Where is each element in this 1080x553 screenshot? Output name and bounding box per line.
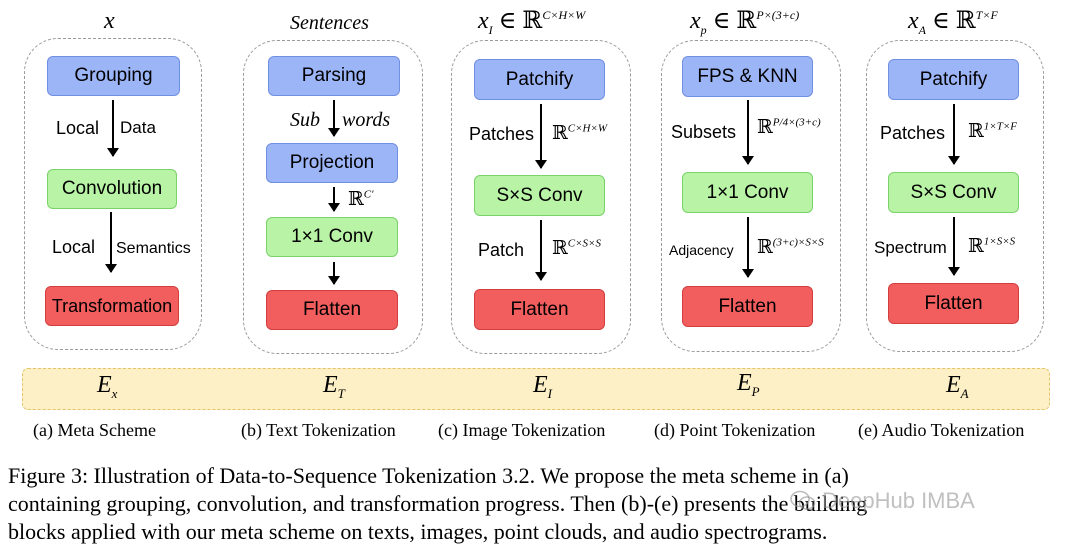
embedding-meta: Ex <box>97 372 118 401</box>
local-semantics-label-left: Local <box>52 237 96 257</box>
image-patch-dimension: ℝC×S×S <box>552 237 601 259</box>
image-patch-label: Patch <box>478 240 525 260</box>
arrow-conv-flatten-audio <box>948 217 960 276</box>
audio-tokenization-panel <box>866 40 1044 352</box>
image-conv-box: S×S Conv <box>474 175 605 216</box>
audio-patches-dimension: ℝ1×T×F <box>968 120 1017 142</box>
audio-conv-box: S×S Conv <box>888 172 1019 213</box>
caption-meta-scheme: (a) Meta Scheme <box>33 420 156 440</box>
title-meta-scheme: x <box>104 8 115 34</box>
embedding-audio: EA <box>946 372 969 401</box>
caption-audio: (e) Audio Tokenization <box>858 420 1025 440</box>
image-patches-dimension: ℝC×H×W <box>552 122 608 144</box>
figure-caption-line-2: containing grouping, convolution, and tr… <box>8 491 868 516</box>
arrow-projection-conv <box>328 187 340 212</box>
arrow-grouping-convolution <box>107 100 119 157</box>
transformation-box: Transformation <box>45 286 179 326</box>
embedding-band <box>22 368 1050 410</box>
watermark: DeepHub IMBA <box>822 488 975 513</box>
meta-scheme-panel <box>24 38 202 350</box>
embedding-point: EP <box>737 370 760 399</box>
arrow-patchify-conv-audio <box>948 104 960 165</box>
parsing-box: Parsing <box>268 56 400 96</box>
point-flatten-box: Flatten <box>682 286 813 327</box>
arrow-conv-flatten-text <box>328 262 340 285</box>
audio-patches-label: Patches <box>880 123 946 143</box>
point-subsets-label: Subsets <box>671 122 737 142</box>
arrow-parsing-projection <box>328 100 340 137</box>
image-tokenization-panel <box>451 40 631 354</box>
embedding-image: EI <box>533 372 553 401</box>
title-point: xp ∈ ℝP×(3+c) <box>690 8 800 37</box>
local-semantics-label-right: Semantics <box>116 240 191 257</box>
figure-caption: Figure 3: Illustration of Data-to-Sequen… <box>8 462 1078 546</box>
text-conv-box: 1×1 Conv <box>266 217 398 257</box>
caption-image: (c) Image Tokenization <box>438 420 606 440</box>
title-audio: xA ∈ ℝT×F <box>908 8 998 37</box>
projection-dimension-label: ℝC′ <box>348 188 374 210</box>
arrow-conv-flatten-image <box>535 220 547 281</box>
grouping-box: Grouping <box>47 56 180 96</box>
text-tokenization-panel <box>243 40 423 354</box>
image-patchify-box: Patchify <box>474 59 605 100</box>
text-flatten-box: Flatten <box>266 290 398 330</box>
arrow-convolution-transformation <box>105 212 117 273</box>
point-tokenization-panel <box>661 40 841 352</box>
caption-text: (b) Text Tokenization <box>241 420 396 440</box>
title-image: xI ∈ ℝC×H×W <box>478 8 586 37</box>
sub-words-label-right: words <box>342 109 391 131</box>
title-text: Sentences <box>290 12 369 34</box>
figure-caption-line-3: blocks applied with our meta scheme on t… <box>8 519 828 544</box>
point-adjacency-label: Adjacency <box>669 242 734 258</box>
audio-flatten-box: Flatten <box>888 283 1019 324</box>
audio-patchify-box: Patchify <box>888 59 1019 100</box>
wechat-icon <box>790 490 816 510</box>
figure-caption-line-1: Figure 3: Illustration of Data-to-Sequen… <box>8 463 849 488</box>
audio-spectrum-label: Spectrum <box>874 238 947 257</box>
local-data-label-left: Local <box>56 118 100 138</box>
local-data-label-right: Data <box>120 118 156 137</box>
image-patches-label: Patches <box>469 124 535 144</box>
fps-knn-box: FPS & KNN <box>682 56 813 97</box>
audio-spectrum-dimension: ℝ1×S×S <box>968 235 1016 257</box>
sub-words-label-left: Sub <box>290 109 320 131</box>
convolution-box: Convolution <box>47 169 177 209</box>
point-subsets-dimension: ℝP/4×(3+c) <box>757 116 821 138</box>
image-flatten-box: Flatten <box>474 289 605 330</box>
arrow-patchify-conv-image <box>535 104 547 169</box>
point-conv-box: 1×1 Conv <box>682 172 813 213</box>
embedding-text: ET <box>323 372 345 401</box>
point-adjacency-dimension: ℝ(3+c)×S×S <box>757 236 824 258</box>
projection-box: Projection <box>266 143 398 183</box>
caption-point: (d) Point Tokenization <box>654 420 816 440</box>
arrow-fps-conv <box>742 100 754 165</box>
arrow-conv-flatten-point <box>742 217 754 278</box>
